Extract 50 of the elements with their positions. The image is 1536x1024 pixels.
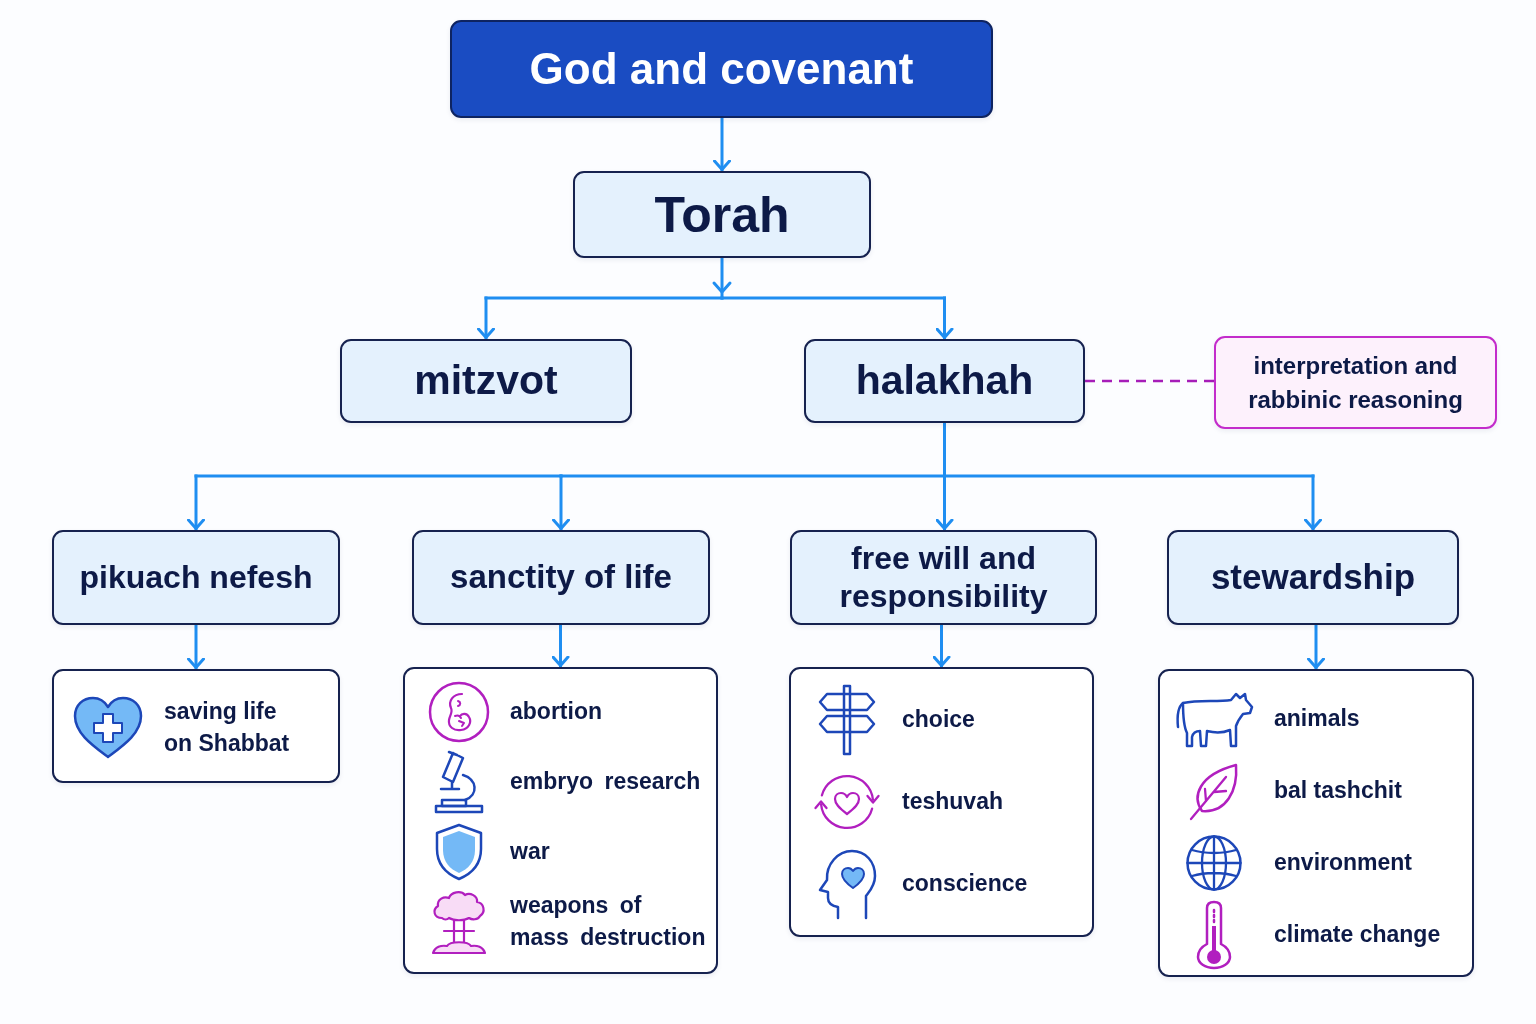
concept-box	[1167, 530, 1459, 625]
concept-box	[804, 339, 1085, 423]
arrow	[932, 625, 951, 667]
arrow	[1307, 625, 1325, 669]
concept-box	[790, 530, 1097, 625]
concept-label: sanctity of life	[450, 558, 672, 597]
topic-label: embryo research	[510, 767, 701, 797]
concept-box	[573, 171, 871, 258]
topic-label: bal tashchit	[1274, 776, 1402, 806]
topic-label: saving life on Shabbat	[164, 697, 291, 758]
dashed-connector	[1085, 379, 1214, 383]
arrow	[551, 625, 570, 667]
topic-label: animals	[1274, 704, 1360, 734]
root-concept-box	[450, 20, 993, 118]
concept-label: halakhah	[855, 357, 1034, 405]
topic-list-panel	[403, 667, 718, 974]
topic-label: war	[510, 837, 550, 867]
topic-list-panel	[1158, 669, 1474, 977]
connector-line	[943, 421, 946, 478]
note-text: interpretation and rabbinic reasoning	[1247, 350, 1464, 415]
topic-label: conscience	[902, 869, 1028, 899]
topic-list-panel	[52, 669, 340, 783]
concept-label: God and covenant	[529, 43, 914, 95]
concept-label: Torah	[654, 185, 790, 244]
topic-label: choice	[902, 705, 975, 735]
topic-label: weapons of mass destruction	[510, 891, 707, 952]
topic-label: environment	[1274, 848, 1413, 878]
concept-box	[340, 339, 632, 423]
connector-line	[720, 296, 946, 300]
topic-label: abortion	[510, 697, 602, 727]
arrow	[1304, 474, 1322, 530]
topic-label: climate change	[1274, 920, 1441, 950]
arrow	[477, 296, 495, 339]
arrow	[187, 474, 205, 530]
concept-box	[52, 530, 340, 625]
connector-line	[943, 474, 1315, 478]
arrow	[935, 474, 954, 530]
connector-line	[712, 256, 732, 300]
concept-label: pikuach nefesh	[79, 558, 313, 597]
topic-label: teshuvah	[902, 787, 1003, 817]
topic-list-panel	[789, 667, 1094, 937]
arrow	[552, 474, 570, 530]
note-box	[1214, 336, 1497, 429]
arrow	[713, 118, 731, 171]
concept-label: stewardship	[1210, 557, 1416, 598]
concept-label: mitzvot	[414, 357, 558, 405]
arrow	[187, 625, 205, 669]
concept-box	[412, 530, 710, 625]
concept-label: free will and responsibility	[838, 540, 1049, 615]
arrow	[935, 296, 954, 339]
